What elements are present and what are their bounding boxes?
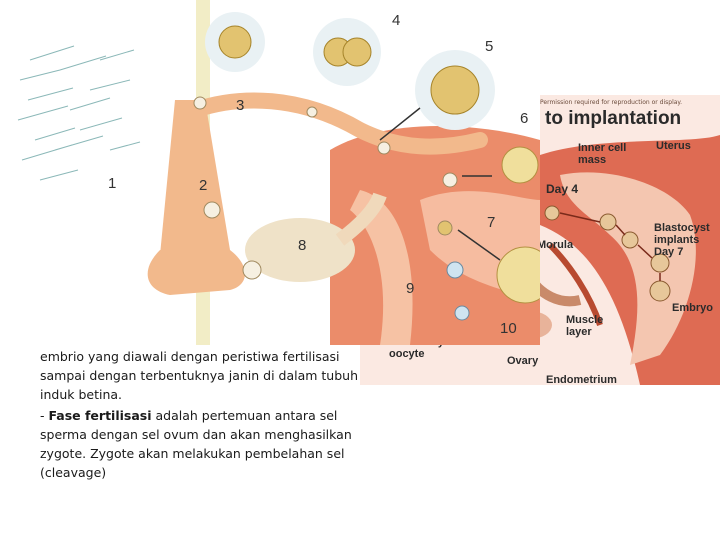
label-muscle-layer: Muscle layer xyxy=(566,314,616,338)
label-endometrium: Endometrium xyxy=(546,374,617,386)
figure-number-3: 3 xyxy=(236,97,244,114)
implantation-title: to implantation xyxy=(545,108,681,130)
figure-number-2: 2 xyxy=(199,177,207,194)
text-paragraph-1: embrio yang diawali dengan peristiwa fer… xyxy=(40,347,360,404)
label-embryo: Embryo xyxy=(672,302,713,314)
figure-number-1: 1 xyxy=(108,175,116,192)
label-ovary: Ovary xyxy=(507,355,538,367)
figure-number-9: 9 xyxy=(406,280,414,297)
figure-number-10: 10 xyxy=(500,320,517,337)
label-uterus: Uterus xyxy=(656,140,691,152)
term-fase-fertilisasi: Fase fertilisasi xyxy=(48,408,151,423)
body-text: embrio yang diawali dengan peristiwa fer… xyxy=(40,347,360,484)
figure-number-4: 4 xyxy=(392,12,400,29)
figure-number-7: 7 xyxy=(487,214,495,231)
label-inner-cell-mass: Inner cell mass xyxy=(578,142,638,166)
text-paragraph-2: - Fase fertilisasi adalah pertemuan anta… xyxy=(40,406,360,482)
figure-number-6: 6 xyxy=(520,110,528,127)
label-blastocyst-implants: Blastocyst implants Day 7 xyxy=(654,222,720,258)
figure-number-5: 5 xyxy=(485,38,493,55)
fertilization-figure xyxy=(0,0,540,345)
figure-number-8: 8 xyxy=(298,237,306,254)
permission-note: Permission required for reproduction or … xyxy=(540,99,682,106)
label-day4: Day 4 xyxy=(546,183,578,195)
label-morula: Morula xyxy=(537,239,573,251)
